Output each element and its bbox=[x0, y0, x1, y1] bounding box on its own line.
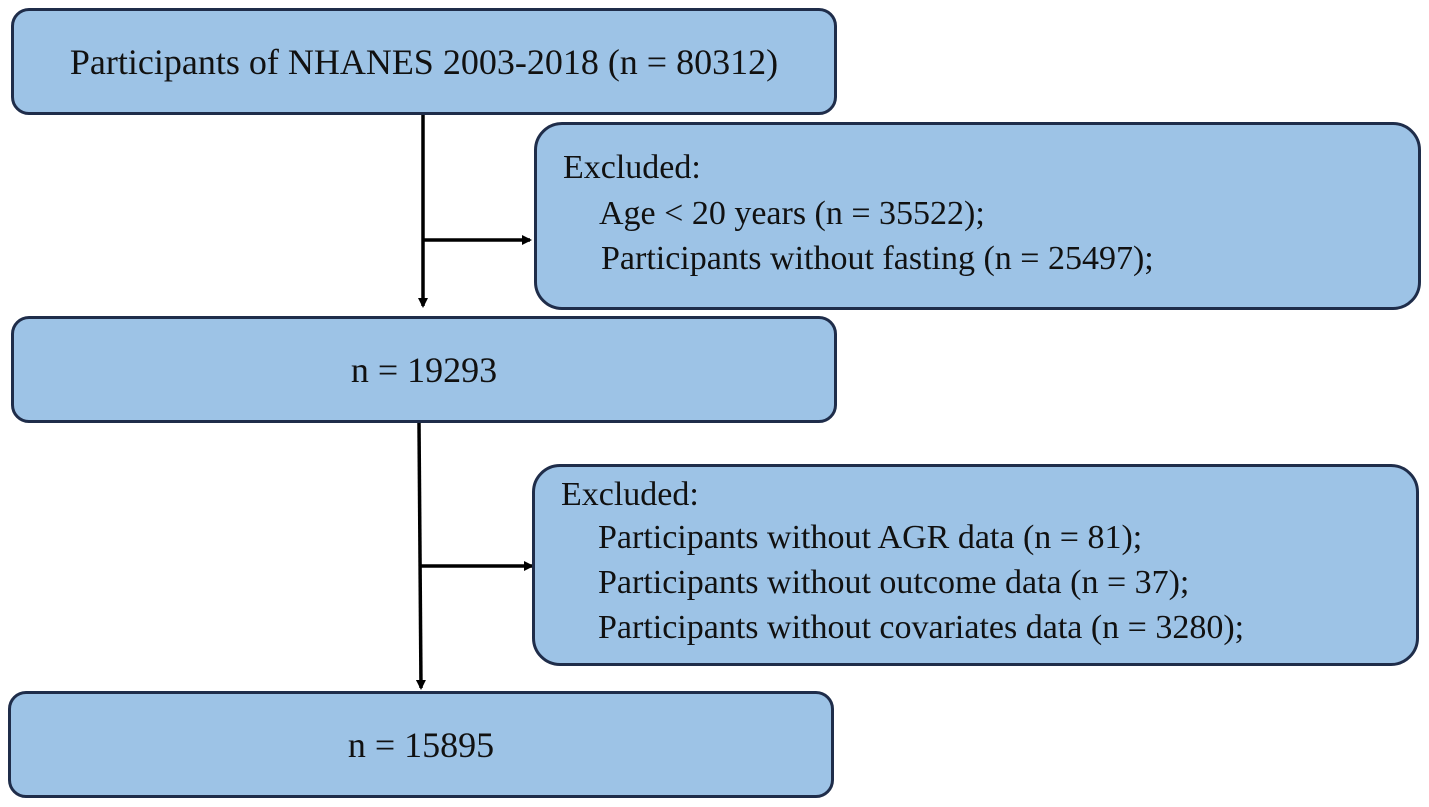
exclusion-2-item: Participants without outcome data (n = 3… bbox=[598, 564, 1190, 601]
exclusion-1-item: Participants without fasting (n = 25497)… bbox=[601, 240, 1154, 277]
exclusion-1-item: Age < 20 years (n = 35522); bbox=[599, 195, 985, 232]
exclusion-2-heading: Excluded: bbox=[561, 476, 699, 513]
exclusion-box-1: Excluded: Age < 20 years (n = 35522); Pa… bbox=[534, 122, 1421, 310]
middle-box: n = 19293 bbox=[11, 316, 837, 423]
exclusion-1-heading: Excluded: bbox=[563, 149, 701, 186]
final-box: n = 15895 bbox=[8, 691, 834, 798]
middle-box-text: n = 19293 bbox=[350, 349, 498, 390]
exclusion-2-item: Participants without AGR data (n = 81); bbox=[598, 519, 1143, 556]
arrow-middle-to-final bbox=[415, 422, 426, 690]
exclusion-box-2: Excluded: Participants without AGR data … bbox=[532, 464, 1419, 666]
start-box-text: Participants of NHANES 2003-2018 (n = 80… bbox=[69, 41, 779, 82]
start-box: Participants of NHANES 2003-2018 (n = 80… bbox=[11, 8, 837, 115]
exclusion-2-item: Participants without covariates data (n … bbox=[598, 609, 1245, 646]
final-box-text: n = 15895 bbox=[347, 724, 495, 765]
